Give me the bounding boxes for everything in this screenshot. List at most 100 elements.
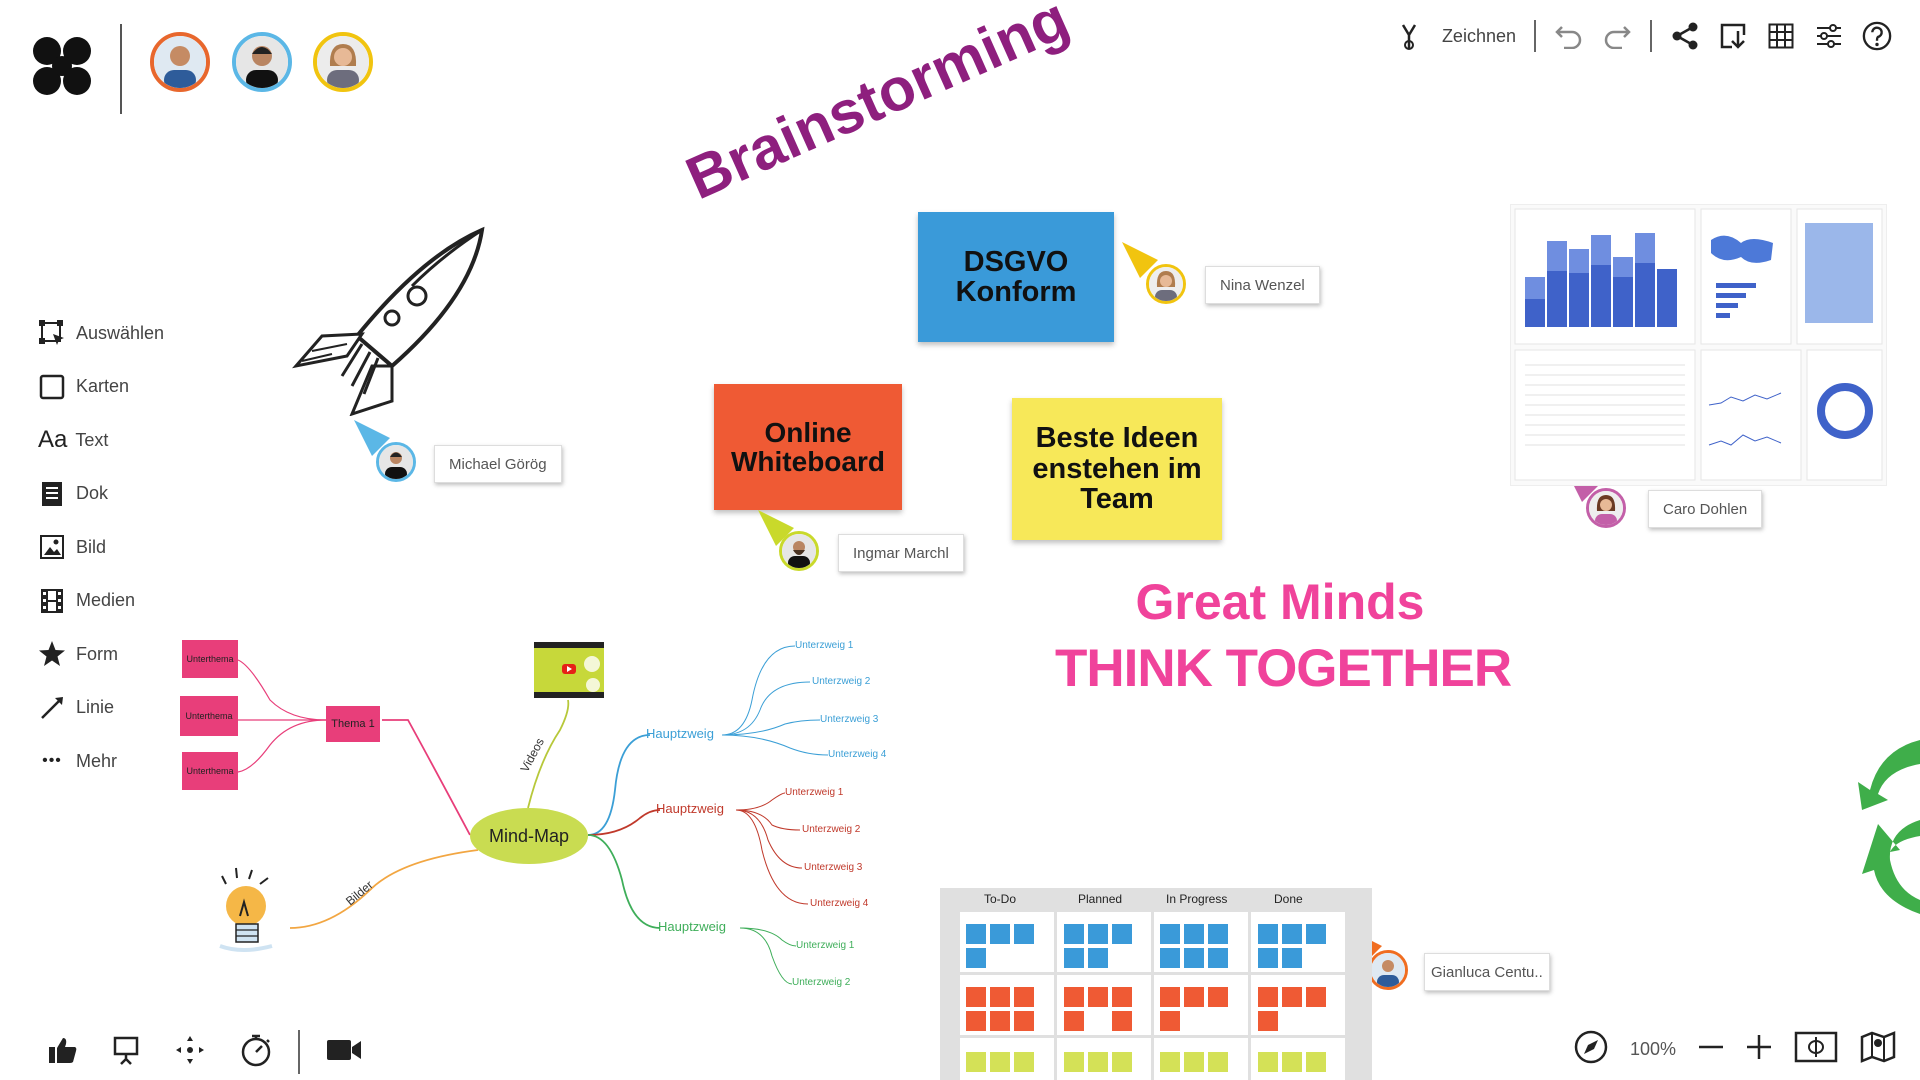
zoom-out-icon[interactable] bbox=[1698, 1034, 1724, 1065]
mindmap-unterzweig[interactable]: Unterzweig 3 bbox=[820, 714, 879, 725]
kanban-card-yellow[interactable] bbox=[990, 1052, 1010, 1072]
mindmap-unterzweig[interactable]: Unterzweig 2 bbox=[812, 676, 871, 687]
kanban-card-blue[interactable] bbox=[966, 948, 986, 968]
kanban-card-red[interactable] bbox=[1160, 987, 1180, 1007]
kanban-card-red[interactable] bbox=[1208, 987, 1228, 1007]
lightbulb-illustration[interactable] bbox=[212, 864, 284, 956]
mindmap-unterthema-node[interactable]: Unterthema bbox=[182, 752, 238, 790]
kanban-card-red[interactable] bbox=[1184, 987, 1204, 1007]
mindmap-hauptzweig[interactable]: Hauptzweig bbox=[656, 801, 724, 816]
kanban-card-blue[interactable] bbox=[1088, 948, 1108, 968]
kanban-card-yellow[interactable] bbox=[1088, 1052, 1108, 1072]
kanban-card-blue[interactable] bbox=[1258, 924, 1278, 944]
great-minds-heading[interactable]: Great Minds bbox=[1135, 574, 1425, 630]
kanban-card-blue[interactable] bbox=[1014, 924, 1034, 944]
kanban-card-blue[interactable] bbox=[1064, 948, 1084, 968]
kanban-card-blue[interactable] bbox=[1184, 924, 1204, 944]
kanban-card-red[interactable] bbox=[1064, 987, 1084, 1007]
export-icon[interactable] bbox=[1718, 21, 1748, 51]
tool-media[interactable]: Medien bbox=[38, 586, 164, 616]
tool-document[interactable]: Dok bbox=[38, 479, 164, 509]
kanban-card-red[interactable] bbox=[966, 987, 986, 1007]
tool-shape[interactable]: Form bbox=[38, 639, 164, 669]
help-icon[interactable] bbox=[1862, 21, 1892, 51]
tool-image[interactable]: Bild bbox=[38, 532, 164, 562]
kanban-card-blue[interactable] bbox=[966, 924, 986, 944]
mindmap-unterzweig[interactable]: Unterzweig 4 bbox=[828, 749, 887, 760]
collaborator-avatar-2[interactable] bbox=[232, 32, 292, 92]
mindmap-thema-node[interactable]: Thema 1 bbox=[326, 706, 380, 742]
kanban-card-red[interactable] bbox=[1258, 1011, 1278, 1031]
grid-icon[interactable] bbox=[1766, 21, 1796, 51]
kanban-card-red[interactable] bbox=[1306, 987, 1326, 1007]
sticky-note-online-whiteboard[interactable]: Online Whiteboard bbox=[714, 384, 902, 510]
tool-cards[interactable]: Karten bbox=[38, 372, 164, 402]
focus-icon[interactable] bbox=[174, 1034, 206, 1071]
mindmap-unterzweig[interactable]: Unterzweig 3 bbox=[804, 862, 863, 873]
kanban-card-yellow[interactable] bbox=[1112, 1052, 1132, 1072]
kanban-card-red[interactable] bbox=[1258, 987, 1278, 1007]
undo-icon[interactable] bbox=[1554, 21, 1584, 51]
video-camera-icon[interactable] bbox=[326, 1039, 362, 1066]
mindmap-unterzweig[interactable]: Unterzweig 1 bbox=[795, 640, 854, 651]
mindmap-unterthema-node[interactable]: Unterthema bbox=[182, 640, 238, 678]
kanban-card-blue[interactable] bbox=[1160, 948, 1180, 968]
kanban-card-red[interactable] bbox=[1282, 987, 1302, 1007]
kanban-card-yellow[interactable] bbox=[1014, 1052, 1034, 1072]
zoom-in-icon[interactable] bbox=[1746, 1034, 1772, 1065]
collaborator-avatar-3[interactable] bbox=[313, 32, 373, 92]
kanban-card-red[interactable] bbox=[1112, 987, 1132, 1007]
share-icon[interactable] bbox=[1670, 21, 1700, 51]
kanban-card-blue[interactable] bbox=[1282, 924, 1302, 944]
kanban-card-blue[interactable] bbox=[1160, 924, 1180, 944]
timer-icon[interactable] bbox=[240, 1033, 272, 1072]
kanban-card-blue[interactable] bbox=[990, 924, 1010, 944]
redo-icon[interactable] bbox=[1602, 21, 1632, 51]
presentation-icon[interactable] bbox=[112, 1035, 140, 1070]
mindmap-unterzweig[interactable]: Unterzweig 4 bbox=[810, 898, 869, 909]
tool-text[interactable]: Aa Text bbox=[38, 426, 109, 453]
kanban-card-red[interactable] bbox=[990, 1011, 1010, 1031]
mindmap-hauptzweig[interactable]: Hauptzweig bbox=[658, 919, 726, 934]
kanban-card-red[interactable] bbox=[1112, 1011, 1132, 1031]
like-icon[interactable] bbox=[48, 1036, 78, 1069]
kanban-card-red[interactable] bbox=[1014, 987, 1034, 1007]
tool-select[interactable]: Auswählen bbox=[38, 318, 164, 348]
kanban-card-yellow[interactable] bbox=[1306, 1052, 1326, 1072]
kanban-card-yellow[interactable] bbox=[1258, 1052, 1278, 1072]
kanban-card-blue[interactable] bbox=[1258, 948, 1278, 968]
kanban-card-blue[interactable] bbox=[1088, 924, 1108, 944]
kanban-card-blue[interactable] bbox=[1208, 924, 1228, 944]
kanban-card-yellow[interactable] bbox=[1208, 1052, 1228, 1072]
kanban-card-blue[interactable] bbox=[1064, 924, 1084, 944]
pointer-icon[interactable] bbox=[1394, 21, 1424, 51]
kanban-card-blue[interactable] bbox=[1208, 948, 1228, 968]
mindmap-unterzweig[interactable]: Unterzweig 1 bbox=[796, 940, 855, 951]
kanban-card-yellow[interactable] bbox=[1160, 1052, 1180, 1072]
kanban-card-red[interactable] bbox=[990, 987, 1010, 1007]
kanban-card-red[interactable] bbox=[1160, 1011, 1180, 1031]
fit-screen-icon[interactable] bbox=[1794, 1031, 1838, 1068]
zoom-level[interactable]: 100% bbox=[1629, 1039, 1676, 1059]
draw-label[interactable]: Zeichnen bbox=[1441, 25, 1516, 46]
kanban-card-red[interactable] bbox=[966, 1011, 986, 1031]
kanban-card-red[interactable] bbox=[1064, 1011, 1084, 1031]
mindmap-unterzweig[interactable]: Unterzweig 2 bbox=[802, 824, 861, 835]
mindmap-unterzweig[interactable]: Unterzweig 1 bbox=[785, 787, 844, 798]
sticky-note-dsgvo[interactable]: DSGVO Konform bbox=[918, 212, 1114, 342]
map-icon[interactable] bbox=[1860, 1031, 1896, 1068]
kanban-card-blue[interactable] bbox=[1184, 948, 1204, 968]
kanban-card-red[interactable] bbox=[1014, 1011, 1034, 1031]
rocket-illustration[interactable] bbox=[292, 226, 492, 417]
mindmap-center-node[interactable]: Mind-Map bbox=[470, 808, 588, 864]
mindmap-hauptzweig[interactable]: Hauptzweig bbox=[646, 726, 714, 741]
mindmap-unterthema-node[interactable]: Unterthema bbox=[180, 696, 238, 736]
settings-sliders-icon[interactable] bbox=[1814, 21, 1844, 51]
tool-line[interactable]: Linie bbox=[38, 693, 164, 723]
recycle-arrows-graphic[interactable] bbox=[1840, 700, 1920, 920]
kanban-board[interactable]: To-Do Planned In Progress Done bbox=[940, 888, 1372, 1080]
kanban-card-red[interactable] bbox=[1088, 987, 1108, 1007]
think-together-heading[interactable]: THINK TOGETHER bbox=[1055, 639, 1512, 698]
kanban-card-yellow[interactable] bbox=[1282, 1052, 1302, 1072]
kanban-card-blue[interactable] bbox=[1306, 924, 1326, 944]
